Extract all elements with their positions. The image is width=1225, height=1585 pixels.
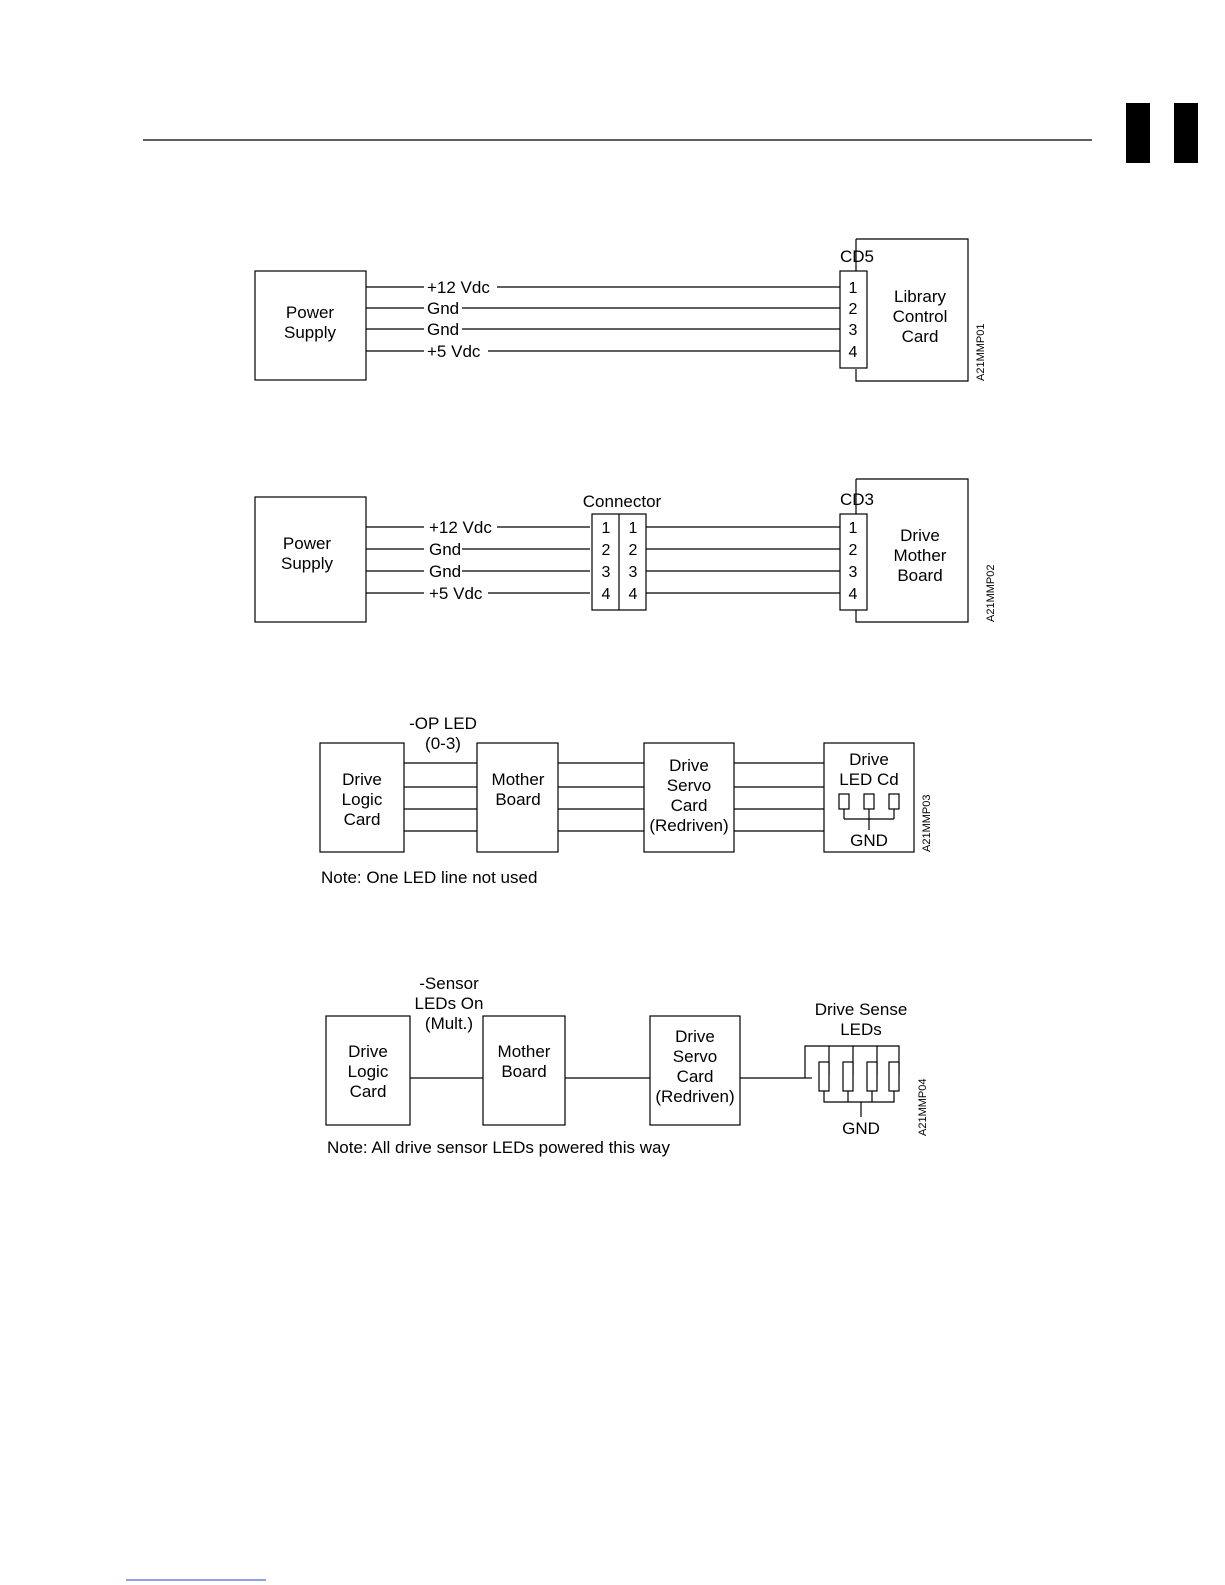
power-supply-label-2: Supply — [281, 554, 333, 573]
mother-board-label: Board — [495, 790, 540, 809]
drive-logic-card-box — [319, 742, 405, 853]
wire-label: +5 Vdc — [429, 584, 483, 603]
target-label-2: Control — [893, 307, 948, 326]
pin-label: 2 — [629, 542, 638, 559]
inline-connector-label: Connector — [583, 492, 662, 511]
drive-mother-board-box — [855, 478, 969, 623]
target-label-2: Mother — [894, 546, 947, 565]
power-supply-label-1: Power — [286, 303, 335, 322]
pin-label: 1 — [849, 280, 858, 297]
pin-label: 4 — [849, 586, 858, 603]
sense-leds-label-1: Drive Sense — [815, 1000, 908, 1019]
cd3-connector — [839, 513, 868, 611]
drive-servo-card-box — [643, 742, 735, 853]
wire-label: Gnd — [429, 540, 461, 559]
diagram-library-power: Power Supply +12 Vdc Gnd Gnd +5 Vdc CD5 … — [254, 238, 987, 382]
diagram-drive-mother-board-power: Power Supply +12 Vdc Gnd Gnd +5 Vdc Conn… — [254, 478, 997, 623]
gnd-label: GND — [850, 831, 888, 850]
sense-led-ladder — [804, 1045, 900, 1117]
pin-label: 1 — [629, 520, 638, 537]
mother-board-label: Mother — [492, 770, 545, 789]
servo-card-label: Servo — [673, 1047, 717, 1066]
diagram-op-led: -OP LED (0-3) Drive Logic Card Mother Bo… — [319, 714, 933, 887]
power-supply-label-1: Power — [283, 534, 332, 553]
pin-label: 1 — [602, 520, 611, 537]
target-label-1: Drive — [900, 526, 940, 545]
wire-label: Gnd — [429, 562, 461, 581]
led-symbols — [838, 793, 900, 830]
pin-label: 4 — [629, 586, 638, 603]
servo-card-label: Card — [671, 796, 708, 815]
signal-label-2: LEDs On — [415, 994, 484, 1013]
wire-label: +12 Vdc — [429, 518, 492, 537]
wire-label: Gnd — [427, 320, 459, 339]
connector-label: CD5 — [840, 247, 874, 266]
target-label-3: Board — [897, 566, 942, 585]
target-label-3: Card — [902, 327, 939, 346]
mother-board-label: Board — [501, 1062, 546, 1081]
drive-logic-label: Drive — [342, 770, 382, 789]
servo-card-label: (Redriven) — [649, 816, 728, 835]
tab-marker — [1126, 103, 1198, 163]
wire-label: +5 Vdc — [427, 342, 481, 361]
servo-card-label: Drive — [675, 1027, 715, 1046]
servo-card-label: Drive — [669, 756, 709, 775]
drive-servo-card-box — [649, 1015, 741, 1126]
library-control-card-box — [855, 238, 969, 382]
pin-label: 3 — [849, 322, 858, 339]
power-supply-box — [254, 496, 367, 623]
diagram-sensor-leds: -Sensor LEDs On (Mult.) Drive Logic Card… — [325, 974, 929, 1157]
pin-label: 2 — [849, 301, 858, 318]
pin-label: 3 — [629, 564, 638, 581]
signal-label-1: -OP LED — [409, 714, 477, 733]
connector-label: CD3 — [840, 490, 874, 509]
pin-label: 2 — [602, 542, 611, 559]
servo-card-label: (Redriven) — [655, 1087, 734, 1106]
sense-leds-label-2: LEDs — [840, 1020, 882, 1039]
pin-label: 2 — [849, 542, 858, 559]
pin-label: 4 — [602, 586, 611, 603]
pin-label: 3 — [849, 564, 858, 581]
figure-id: A21MMP03 — [921, 795, 933, 852]
signal-label-2: (0-3) — [425, 734, 461, 753]
power-supply-box — [254, 270, 367, 381]
pin-label: 1 — [849, 520, 858, 537]
mother-board-box — [482, 1015, 566, 1126]
cd5-connector — [839, 270, 868, 369]
figure-id: A21MMP01 — [975, 324, 987, 381]
wire-label: +12 Vdc — [427, 278, 490, 297]
drive-logic-label: Drive — [348, 1042, 388, 1061]
pin-label: 3 — [602, 564, 611, 581]
signal-label-3: (Mult.) — [425, 1014, 473, 1033]
note: Note: All drive sensor LEDs powered this… — [327, 1138, 670, 1157]
pin-label: 4 — [849, 344, 858, 361]
figure-id: A21MMP04 — [917, 1079, 929, 1136]
servo-card-label: Card — [677, 1067, 714, 1086]
drive-logic-label: Card — [350, 1082, 387, 1101]
note: Note: One LED line not used — [321, 868, 537, 887]
wire-label: Gnd — [427, 299, 459, 318]
servo-card-label: Servo — [667, 776, 711, 795]
gnd-label: GND — [842, 1119, 880, 1138]
power-supply-label-2: Supply — [284, 323, 336, 342]
target-label-1: Library — [894, 287, 946, 306]
led-card-label: LED Cd — [839, 770, 899, 789]
mother-board-label: Mother — [498, 1042, 551, 1061]
figure-id: A21MMP02 — [985, 565, 997, 622]
led-card-label: Drive — [849, 750, 889, 769]
drive-logic-label: Card — [344, 810, 381, 829]
mother-board-box — [476, 742, 559, 853]
drive-logic-label: Logic — [348, 1062, 389, 1081]
drive-logic-card-box — [325, 1015, 411, 1126]
signal-label-1: -Sensor — [419, 974, 479, 993]
drive-logic-label: Logic — [342, 790, 383, 809]
